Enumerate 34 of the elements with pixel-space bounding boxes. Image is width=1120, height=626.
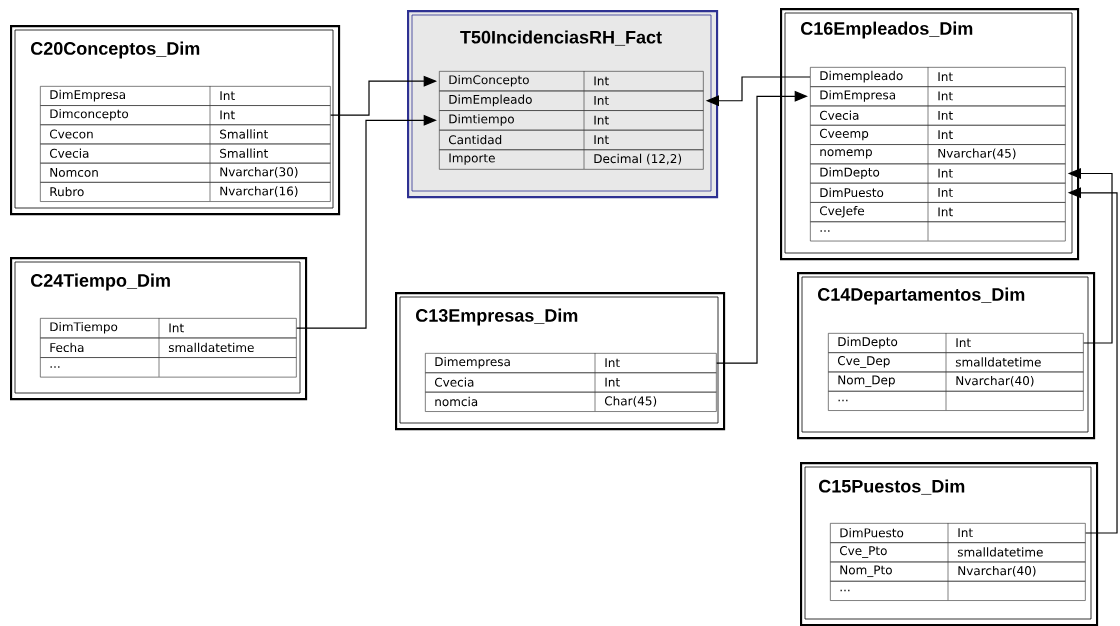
- table-row: DimPuesto Int: [810, 182, 1066, 203]
- table-row: ...: [830, 580, 1086, 601]
- table-row: Nomcon Nvarchar(30): [40, 162, 331, 183]
- table-row: Importe Decimal (12,2): [439, 149, 704, 170]
- table-row: Cvecia Smallint: [40, 143, 331, 164]
- table-row: Nom_Dep Nvarchar(40): [828, 371, 1084, 392]
- table-row: Dimconcepto Int: [40, 104, 331, 126]
- table-row: Cantidad Int: [439, 129, 704, 151]
- table-row: ...: [828, 390, 1084, 411]
- table-row: Cve_Dep smalldatetime: [828, 351, 1084, 373]
- table-row: DimEmpresa Int: [40, 85, 331, 106]
- table-row: DimEmpresa Int: [810, 85, 1066, 107]
- table-row: Cvecon Smallint: [40, 124, 331, 145]
- table-row: Cvecia Int: [810, 105, 1066, 126]
- table-row: Cve_Pto smalldatetime: [830, 541, 1086, 563]
- table-row: DimDepto Int: [828, 332, 1084, 353]
- table-row: Fecha smalldatetime: [40, 337, 297, 358]
- table-row: DimPuesto Int: [830, 522, 1086, 543]
- table-row: DimEmpleado Int: [439, 90, 704, 111]
- table-row: Dimtiempo Int: [439, 109, 704, 131]
- table-row: ...: [810, 221, 1066, 242]
- table-row: DimConcepto Int: [439, 70, 704, 92]
- table-row: DimTiempo Int: [40, 317, 297, 339]
- table-row: Dimempleado Int: [810, 66, 1066, 87]
- table-row: Rubro Nvarchar(16): [40, 181, 331, 202]
- table-row: DimDepto Int: [810, 163, 1066, 184]
- table-row: CveJefe Int: [810, 201, 1066, 223]
- table-row: nomemp Nvarchar(45): [810, 143, 1066, 165]
- table-row: ...: [40, 356, 297, 378]
- table-row: Cvecia Int: [425, 372, 717, 393]
- table-row: nomcia Char(45): [425, 391, 717, 412]
- table-row: Cveemp Int: [810, 124, 1066, 145]
- table-row: Nom_Pto Nvarchar(40): [830, 561, 1086, 582]
- table-row: Dimempresa Int: [425, 352, 717, 374]
